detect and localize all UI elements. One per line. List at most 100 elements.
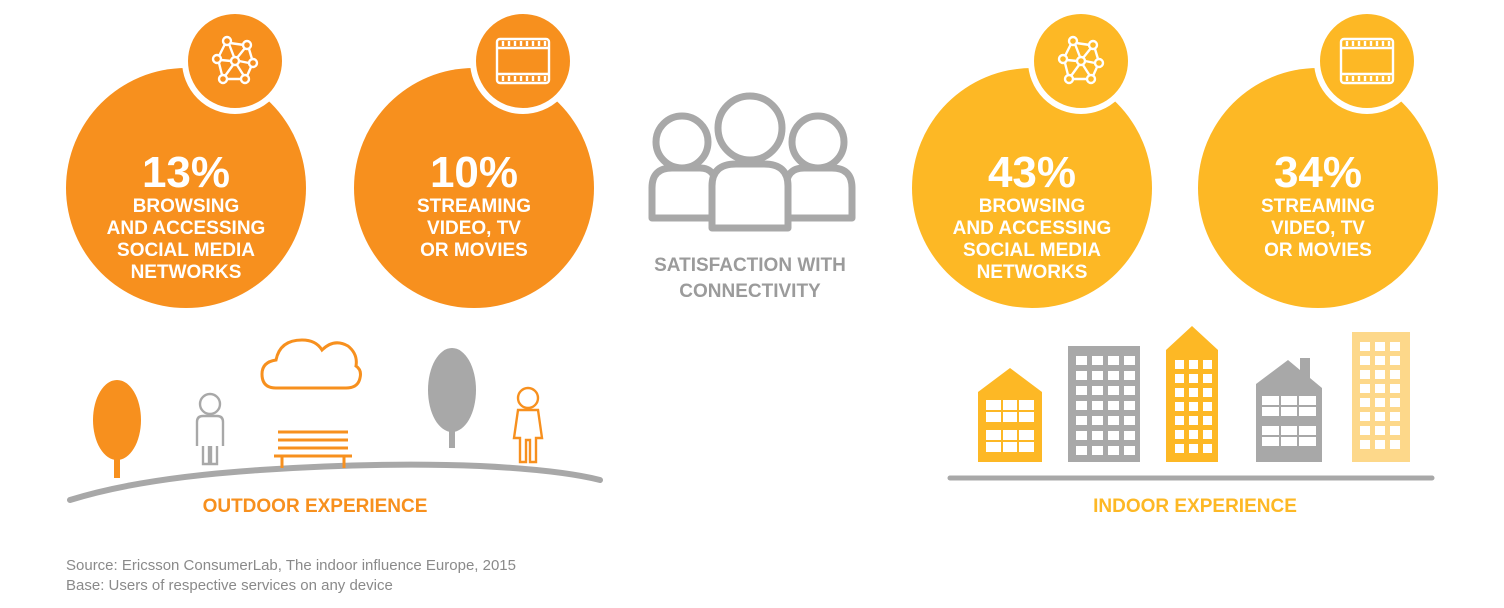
window [1175, 360, 1184, 369]
tree-icon [428, 348, 476, 448]
window [1124, 401, 1135, 410]
stat-label-line: BROWSING [978, 196, 1086, 217]
stat-outdoor-browsing: 13% BROWSING AND ACCESSING SOCIAL MEDIA … [66, 8, 306, 348]
building-icon [1068, 346, 1140, 462]
stat-label-line: AND ACCESSING [952, 218, 1112, 239]
stat-circle [912, 68, 1152, 308]
window [1360, 426, 1370, 435]
stat-text: 43% BROWSING AND ACCESSING SOCIAL MEDIA … [912, 150, 1152, 284]
network-icon [182, 8, 288, 114]
building-icon [978, 368, 1042, 462]
stat-label-line: VIDEO, TV [1271, 218, 1365, 239]
window [1092, 431, 1103, 440]
window [1076, 371, 1087, 380]
window [1375, 370, 1385, 379]
window [1203, 430, 1212, 439]
window [1390, 398, 1400, 407]
stat-percentage: 13% [141, 148, 231, 197]
window [1092, 356, 1103, 365]
window [1076, 431, 1087, 440]
window [1124, 416, 1135, 425]
window [1175, 402, 1184, 411]
ground-hill [67, 461, 603, 503]
source-line: Source: Ericsson ConsumerLab, The indoor… [66, 557, 516, 574]
stat-circle [66, 68, 306, 308]
window [1390, 356, 1400, 365]
stat-label-line: STREAMING [417, 196, 531, 217]
window [1189, 374, 1198, 383]
window [1360, 370, 1370, 379]
window [1092, 416, 1103, 425]
window [1092, 446, 1103, 455]
network-icon [1028, 8, 1134, 114]
window [1124, 356, 1135, 365]
window [1076, 416, 1087, 425]
stat-text: 34% STREAMING VIDEO, TV OR MOVIES [1198, 150, 1438, 262]
stat-indoor-browsing: 43% BROWSING AND ACCESSING SOCIAL MEDIA … [912, 8, 1152, 348]
window [1390, 440, 1400, 449]
window [1390, 370, 1400, 379]
stat-label-line: OR MOVIES [1264, 240, 1372, 261]
window [1189, 416, 1198, 425]
stat-label-line: BROWSING [132, 196, 240, 217]
window [1124, 371, 1135, 380]
window [1175, 444, 1184, 453]
window [1124, 386, 1135, 395]
stat-text: 10% STREAMING VIDEO, TV OR MOVIES [354, 150, 594, 262]
window [1189, 360, 1198, 369]
window [1108, 446, 1119, 455]
window [1175, 416, 1184, 425]
window [1203, 402, 1212, 411]
film-icon [1314, 8, 1420, 114]
building-icon [1352, 332, 1410, 462]
window [1375, 440, 1385, 449]
window [1189, 430, 1198, 439]
stat-label-line: OR MOVIES [420, 240, 528, 261]
person-icon [512, 386, 544, 464]
window [1203, 444, 1212, 453]
center-caption-line: CONNECTIVITY [679, 281, 821, 302]
window [1360, 398, 1370, 407]
window [1175, 388, 1184, 397]
window [1203, 416, 1212, 425]
stat-percentage: 43% [987, 148, 1077, 197]
window [1092, 386, 1103, 395]
stat-label-line: NETWORKS [976, 262, 1088, 283]
window [1203, 388, 1212, 397]
stat-indoor-streaming: 34% STREAMING VIDEO, TV OR MOVIES [1198, 8, 1438, 348]
window [1390, 384, 1400, 393]
window [1203, 360, 1212, 369]
indoor-caption: INDOOR EXPERIENCE [1093, 496, 1297, 517]
stat-percentage: 10% [429, 148, 519, 197]
stat-label-line: VIDEO, TV [427, 218, 521, 239]
window [1076, 446, 1087, 455]
window [1092, 401, 1103, 410]
person-icon [195, 392, 225, 466]
stat-label-line: STREAMING [1261, 196, 1375, 217]
window [1076, 401, 1087, 410]
source-note: Source: Ericsson ConsumerLab, The indoor… [66, 556, 516, 596]
window [1108, 371, 1119, 380]
window [1390, 426, 1400, 435]
stat-label-line: NETWORKS [130, 262, 242, 283]
window [1360, 384, 1370, 393]
stat-percentage: 34% [1273, 148, 1363, 197]
window [1375, 384, 1385, 393]
window [1108, 386, 1119, 395]
stat-circle [354, 68, 594, 308]
window [1092, 371, 1103, 380]
center-caption: SATISFACTION WITH CONNECTIVITY [600, 253, 900, 305]
window [1375, 412, 1385, 421]
window [1203, 374, 1212, 383]
window [1108, 401, 1119, 410]
window [1076, 356, 1087, 365]
outdoor-caption: OUTDOOR EXPERIENCE [202, 496, 428, 517]
stat-label-line: SOCIAL MEDIA [963, 240, 1101, 261]
stat-circle [1198, 68, 1438, 308]
bench-icon [274, 430, 352, 468]
tree-icon [93, 380, 141, 478]
window [1375, 356, 1385, 365]
window [1360, 356, 1370, 365]
window [1108, 356, 1119, 365]
stat-label-line: AND ACCESSING [106, 218, 266, 239]
